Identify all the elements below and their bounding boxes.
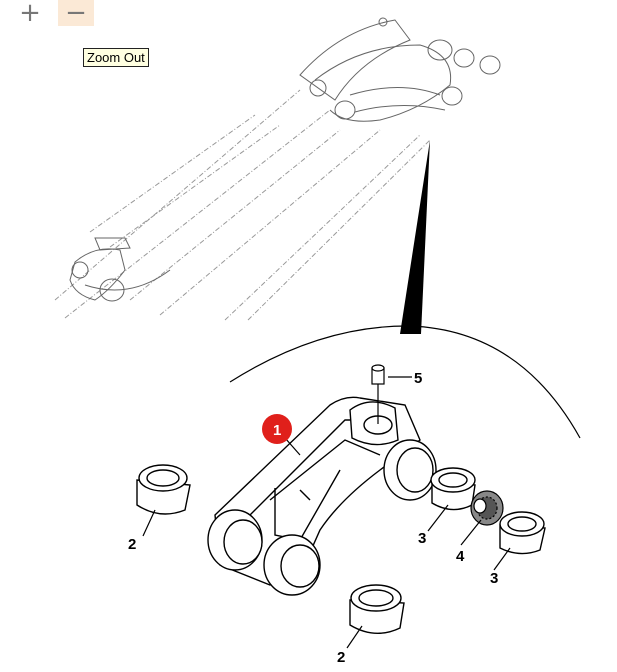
- overview-arm: [54, 89, 431, 321]
- bushing-mid: [430, 467, 476, 511]
- callout-part-5: 5: [414, 370, 422, 387]
- callout-part-3-left: 3: [418, 530, 426, 547]
- zoom-in-button[interactable]: +: [19, 0, 41, 28]
- zoom-out-button[interactable]: −: [58, 0, 94, 26]
- zoom-out-tooltip: Zoom Out: [83, 48, 149, 67]
- overview-arm-solid: [69, 17, 501, 302]
- grease-fitting: [371, 364, 385, 424]
- bushing-right: [499, 511, 546, 555]
- bushing-left: [136, 464, 191, 515]
- callout-part-2-left: 2: [128, 536, 136, 553]
- callout-part-3-right: 3: [490, 570, 498, 587]
- bushing-bottom: [349, 584, 405, 634]
- callout-part-1: 1: [273, 422, 281, 439]
- zoom-controls: + −: [12, 0, 94, 26]
- zoom-pointer: [400, 140, 430, 334]
- link-part: [207, 396, 437, 596]
- callout-part-4: 4: [456, 548, 465, 565]
- callout-part-2-bottom: 2: [337, 649, 345, 666]
- detail-view-boundary: [229, 325, 581, 439]
- seal-ring: [470, 490, 504, 526]
- highlight-badge[interactable]: [262, 414, 292, 444]
